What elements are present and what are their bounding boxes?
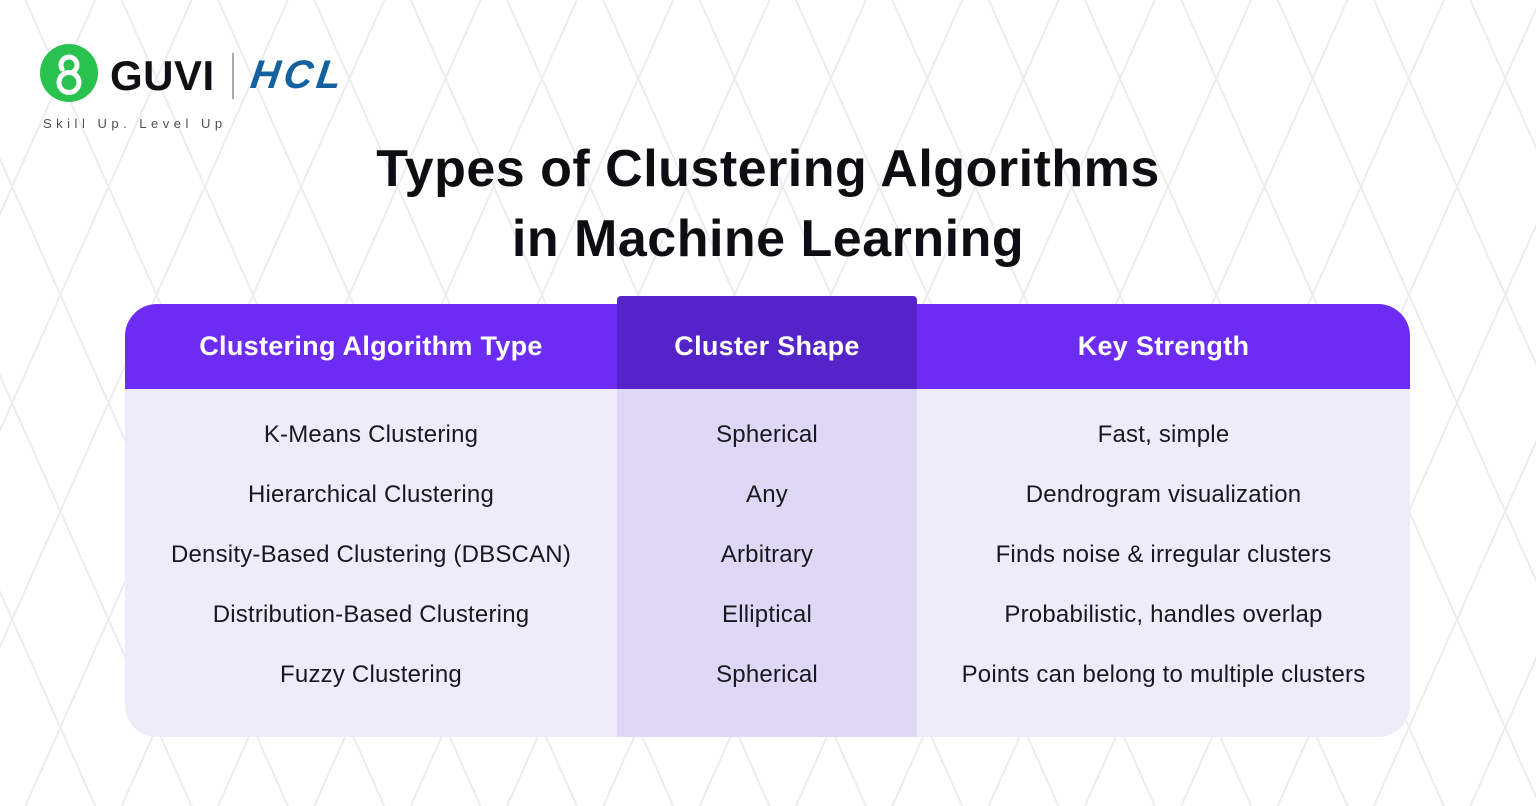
brand-divider [231, 52, 234, 99]
cell-algorithm: Distribution-Based Clustering [212, 601, 530, 628]
cell-shape: Any [746, 481, 788, 508]
cell-shape: Elliptical [721, 601, 813, 628]
brand-tagline: Skill Up. Level Up [43, 116, 227, 131]
table-header-middle-block [617, 296, 917, 389]
column-header-algorithm-type: Clustering Algorithm Type [199, 331, 543, 361]
page-title: Types of Clustering Algorithms in Machin… [0, 134, 1536, 274]
cell-shape: Spherical [716, 661, 818, 688]
page-title-line2: in Machine Learning [511, 210, 1025, 268]
column-header-cluster-shape: Cluster Shape [674, 331, 860, 361]
guvi-wordmark: GUVI [110, 51, 215, 99]
middle-column-stripe [617, 389, 917, 737]
cell-shape: Spherical [716, 421, 818, 448]
clustering-table: Clustering Algorithm Type Cluster Shape … [125, 296, 1410, 737]
page-title-line1: Types of Clustering Algorithms [376, 140, 1160, 198]
cell-algorithm: Density-Based Clustering (DBSCAN) [170, 541, 572, 568]
cell-strength: Finds noise & irregular clusters [995, 541, 1332, 568]
column-header-key-strength: Key Strength [1077, 331, 1250, 361]
cell-algorithm: K-Means Clustering [263, 421, 479, 448]
brand-block: GUVI HCL Skill Up. Level Up [40, 44, 348, 131]
cell-shape: Arbitrary [720, 541, 814, 568]
cell-strength: Probabilistic, handles overlap [1004, 601, 1323, 628]
hcl-wordmark: HCL [247, 53, 349, 97]
table-body: K-Means Clustering Spherical Fast, simpl… [125, 389, 1410, 737]
cell-algorithm: Hierarchical Clustering [247, 481, 495, 508]
guvi-logo-icon [40, 44, 98, 107]
cell-algorithm: Fuzzy Clustering [280, 661, 462, 688]
cell-strength: Fast, simple [1097, 421, 1230, 448]
cell-strength: Dendrogram visualization [1025, 481, 1302, 508]
cell-strength: Points can belong to multiple clusters [961, 661, 1366, 688]
table-header: Clustering Algorithm Type Cluster Shape … [125, 296, 1410, 389]
